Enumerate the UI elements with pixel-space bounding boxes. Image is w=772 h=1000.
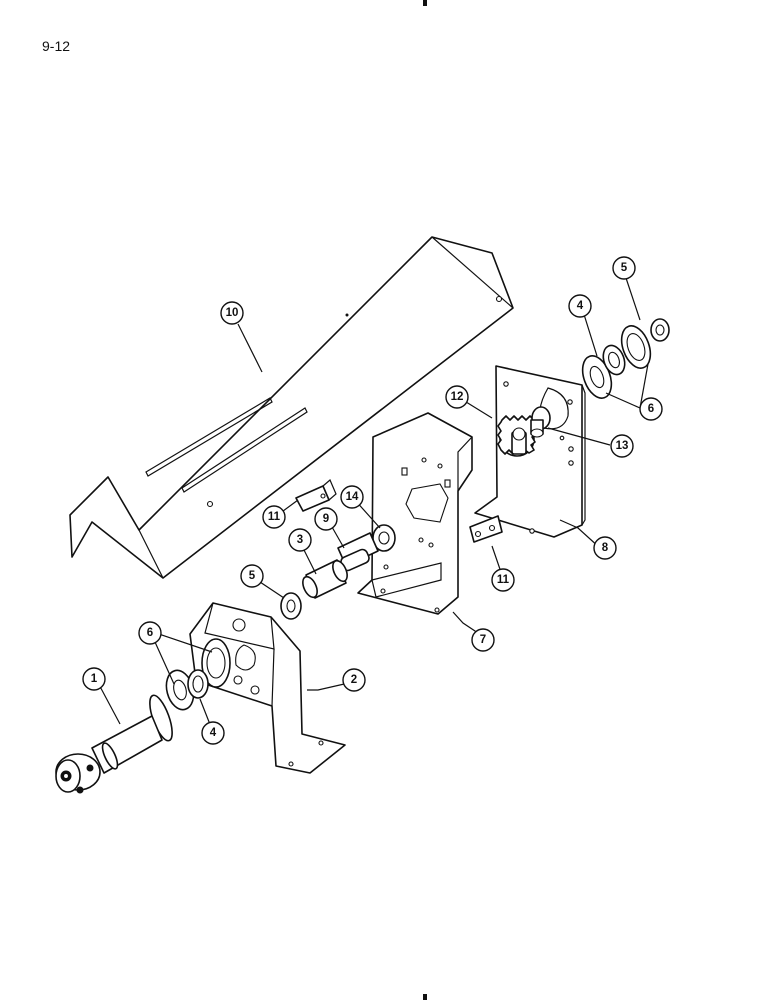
- svg-text:9: 9: [323, 513, 329, 525]
- callout-14: 14: [340, 485, 364, 509]
- driveline-yoke: [55, 694, 173, 794]
- svg-text:4: 4: [210, 727, 217, 739]
- flange-bearing-right: [581, 355, 613, 399]
- svg-text:3: 3: [297, 534, 303, 546]
- support-bracket: [189, 602, 346, 774]
- svg-text:5: 5: [249, 570, 256, 582]
- collar: [530, 406, 551, 438]
- top-register-mark: [423, 0, 427, 6]
- svg-text:11: 11: [497, 574, 510, 586]
- callout-5-right: 5: [612, 256, 636, 280]
- callout-6-left: 6: [138, 621, 162, 645]
- svg-text:5: 5: [621, 262, 628, 274]
- callout-4-right: 4: [568, 294, 592, 318]
- callout-7: 7: [471, 628, 495, 652]
- bottom-register-mark: [423, 994, 427, 1000]
- callout-9: 9: [314, 507, 338, 531]
- callout-4-left: 4: [201, 721, 225, 745]
- callout-8: 8: [593, 536, 617, 560]
- callout-12: 12: [445, 385, 469, 409]
- svg-text:10: 10: [226, 307, 239, 319]
- callout-10: 10: [220, 301, 244, 325]
- svg-text:14: 14: [346, 491, 359, 503]
- sprocket: [497, 415, 538, 457]
- coupler: [337, 532, 379, 572]
- front-bracket: [357, 412, 473, 615]
- callout-13: 13: [610, 434, 634, 458]
- collar-right: [650, 318, 670, 342]
- clip-bracket-lower: [469, 515, 503, 543]
- callout-11-left: 11: [262, 505, 286, 529]
- svg-text:2: 2: [351, 674, 357, 686]
- drive-shaft: [302, 559, 348, 599]
- bearing-insert-right: [602, 344, 626, 376]
- bearing-insert-left: [187, 669, 209, 699]
- callout-1: 1: [82, 667, 106, 691]
- collar-left: [280, 592, 302, 620]
- callout-11-right: 11: [491, 568, 515, 592]
- page-number: 9-12: [42, 38, 71, 54]
- svg-text:12: 12: [451, 391, 464, 403]
- flange-half-left: [165, 669, 195, 711]
- callout-3: 3: [288, 528, 312, 552]
- svg-text:8: 8: [602, 542, 609, 554]
- callout-6-right: 6: [639, 397, 663, 421]
- svg-text:1: 1: [91, 673, 98, 685]
- svg-text:11: 11: [268, 511, 281, 523]
- svg-text:6: 6: [648, 403, 654, 415]
- svg-text:7: 7: [480, 634, 486, 646]
- callout-2: 2: [342, 668, 366, 692]
- svg-text:13: 13: [616, 440, 629, 452]
- callout-5-left: 5: [240, 564, 264, 588]
- clip-bracket-upper: [295, 479, 337, 512]
- flange-half-right: [620, 325, 652, 369]
- svg-text:6: 6: [147, 627, 153, 639]
- shield-cover: [69, 236, 514, 579]
- svg-text:4: 4: [577, 300, 584, 312]
